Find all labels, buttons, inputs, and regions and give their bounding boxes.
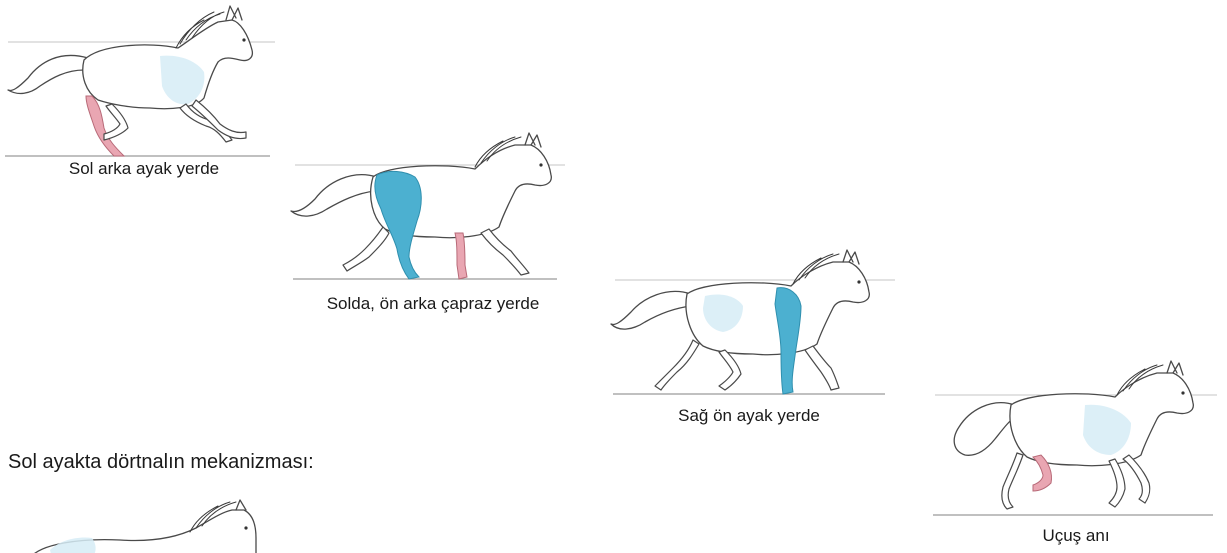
tail	[291, 175, 377, 216]
right-hind-leg	[343, 227, 389, 271]
horse-figure-3: Sağ ön ayak yerde	[605, 240, 905, 425]
horse-drawing-partial	[0, 498, 280, 553]
left-fore-leg	[1123, 455, 1150, 503]
eye	[539, 163, 542, 166]
horse-drawing-diagonal-grounded	[285, 125, 585, 310]
caption-horse-3: Sağ ön ayak yerde	[678, 406, 820, 426]
left-fore-leg	[805, 346, 839, 390]
horse-drawing-left-hind-grounded	[0, 0, 290, 165]
right-hind-leg	[1002, 453, 1023, 509]
horse-figure-2: Solda, ön arka çapraz yerde	[285, 125, 585, 310]
caption-horse-1: Sol arka ayak yerde	[69, 159, 219, 179]
horse-drawing-right-fore-grounded	[605, 240, 905, 425]
body-shading	[50, 538, 96, 553]
right-fore-leg-grounded	[455, 233, 467, 279]
right-hind-leg	[719, 350, 741, 390]
eye	[857, 280, 860, 283]
ears	[236, 500, 246, 510]
horse-figure-4: Uçuş anı	[925, 355, 1227, 553]
tail	[611, 291, 691, 329]
horse-figure-1: Sol arka ayak yerde	[0, 0, 290, 165]
tail	[954, 403, 1015, 456]
eye	[242, 38, 245, 41]
horse-drawing-suspension	[925, 355, 1227, 553]
caption-horse-4: Uçuş anı	[1042, 526, 1109, 546]
tail	[8, 55, 88, 93]
caption-horse-2: Solda, ön arka çapraz yerde	[327, 294, 540, 314]
right-hind-leg	[104, 104, 128, 140]
ears	[226, 6, 242, 20]
right-fore-leg	[1109, 459, 1125, 507]
left-hind-leg	[655, 340, 699, 390]
horse-figure-5-partial	[0, 498, 280, 553]
eye	[244, 526, 247, 529]
left-fore-leg	[481, 229, 529, 275]
eye	[1181, 391, 1184, 394]
section-title: Sol ayakta dörtnalın mekanizması:	[8, 451, 314, 474]
